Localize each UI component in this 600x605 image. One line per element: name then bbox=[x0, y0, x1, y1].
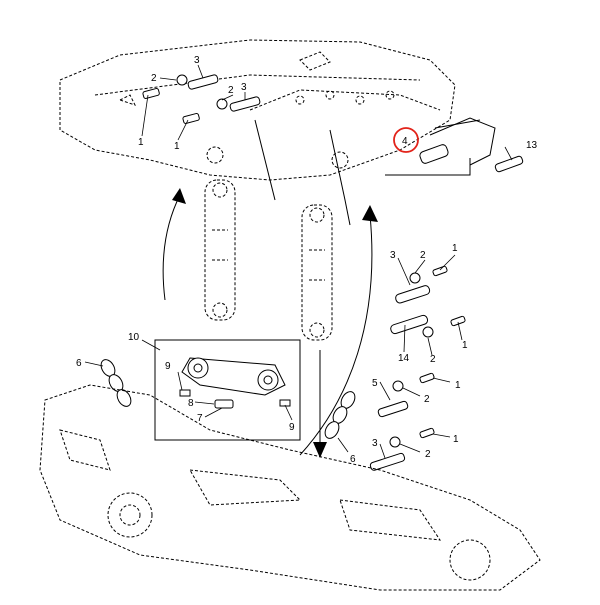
callout-13: 13 bbox=[526, 140, 538, 151]
callout-7: 7 bbox=[197, 413, 203, 424]
callout-2: 2 bbox=[228, 85, 234, 96]
callout-9: 9 bbox=[289, 422, 295, 433]
callout-9: 9 bbox=[165, 361, 171, 372]
callout-1: 1 bbox=[455, 380, 461, 391]
callout-6: 6 bbox=[76, 358, 82, 369]
callout-2: 2 bbox=[430, 354, 436, 365]
callout-1: 1 bbox=[452, 243, 458, 254]
right-lift-cylinder bbox=[301, 204, 333, 341]
stabilizer-bracket bbox=[385, 117, 524, 176]
chain-left bbox=[100, 359, 132, 407]
callout-14: 14 bbox=[398, 353, 410, 364]
callout-2: 2 bbox=[151, 73, 157, 84]
callout-2: 2 bbox=[424, 394, 430, 405]
assembly-arrows bbox=[162, 188, 378, 458]
leader-lines bbox=[84, 64, 513, 459]
callout-1: 1 bbox=[138, 137, 144, 148]
right-fasteners bbox=[369, 265, 466, 471]
upper-fasteners bbox=[142, 74, 261, 124]
inset-detail-box bbox=[154, 339, 301, 441]
callout-2: 2 bbox=[420, 250, 426, 261]
callout-1: 1 bbox=[453, 434, 459, 445]
callout-1: 1 bbox=[462, 340, 468, 351]
callout-2: 2 bbox=[425, 449, 431, 460]
left-lift-cylinder bbox=[204, 179, 236, 321]
callout-3: 3 bbox=[194, 55, 200, 66]
lower-housing bbox=[39, 384, 541, 591]
highlight-circle bbox=[393, 127, 419, 153]
callout-10: 10 bbox=[128, 332, 140, 343]
callout-8: 8 bbox=[188, 398, 194, 409]
callout-6: 6 bbox=[350, 454, 356, 465]
callout-3: 3 bbox=[241, 82, 247, 93]
callout-3: 3 bbox=[390, 250, 396, 261]
callout-5: 5 bbox=[372, 378, 378, 389]
callout-1: 1 bbox=[174, 141, 180, 152]
callout-3: 3 bbox=[372, 438, 378, 449]
chain-right bbox=[324, 391, 356, 439]
callout-labels: 1 1 2 2 3 3 4 13 1 3 2 1 2 14 1 2 5 1 2 … bbox=[76, 55, 538, 465]
callout-4: 4 bbox=[402, 136, 408, 147]
